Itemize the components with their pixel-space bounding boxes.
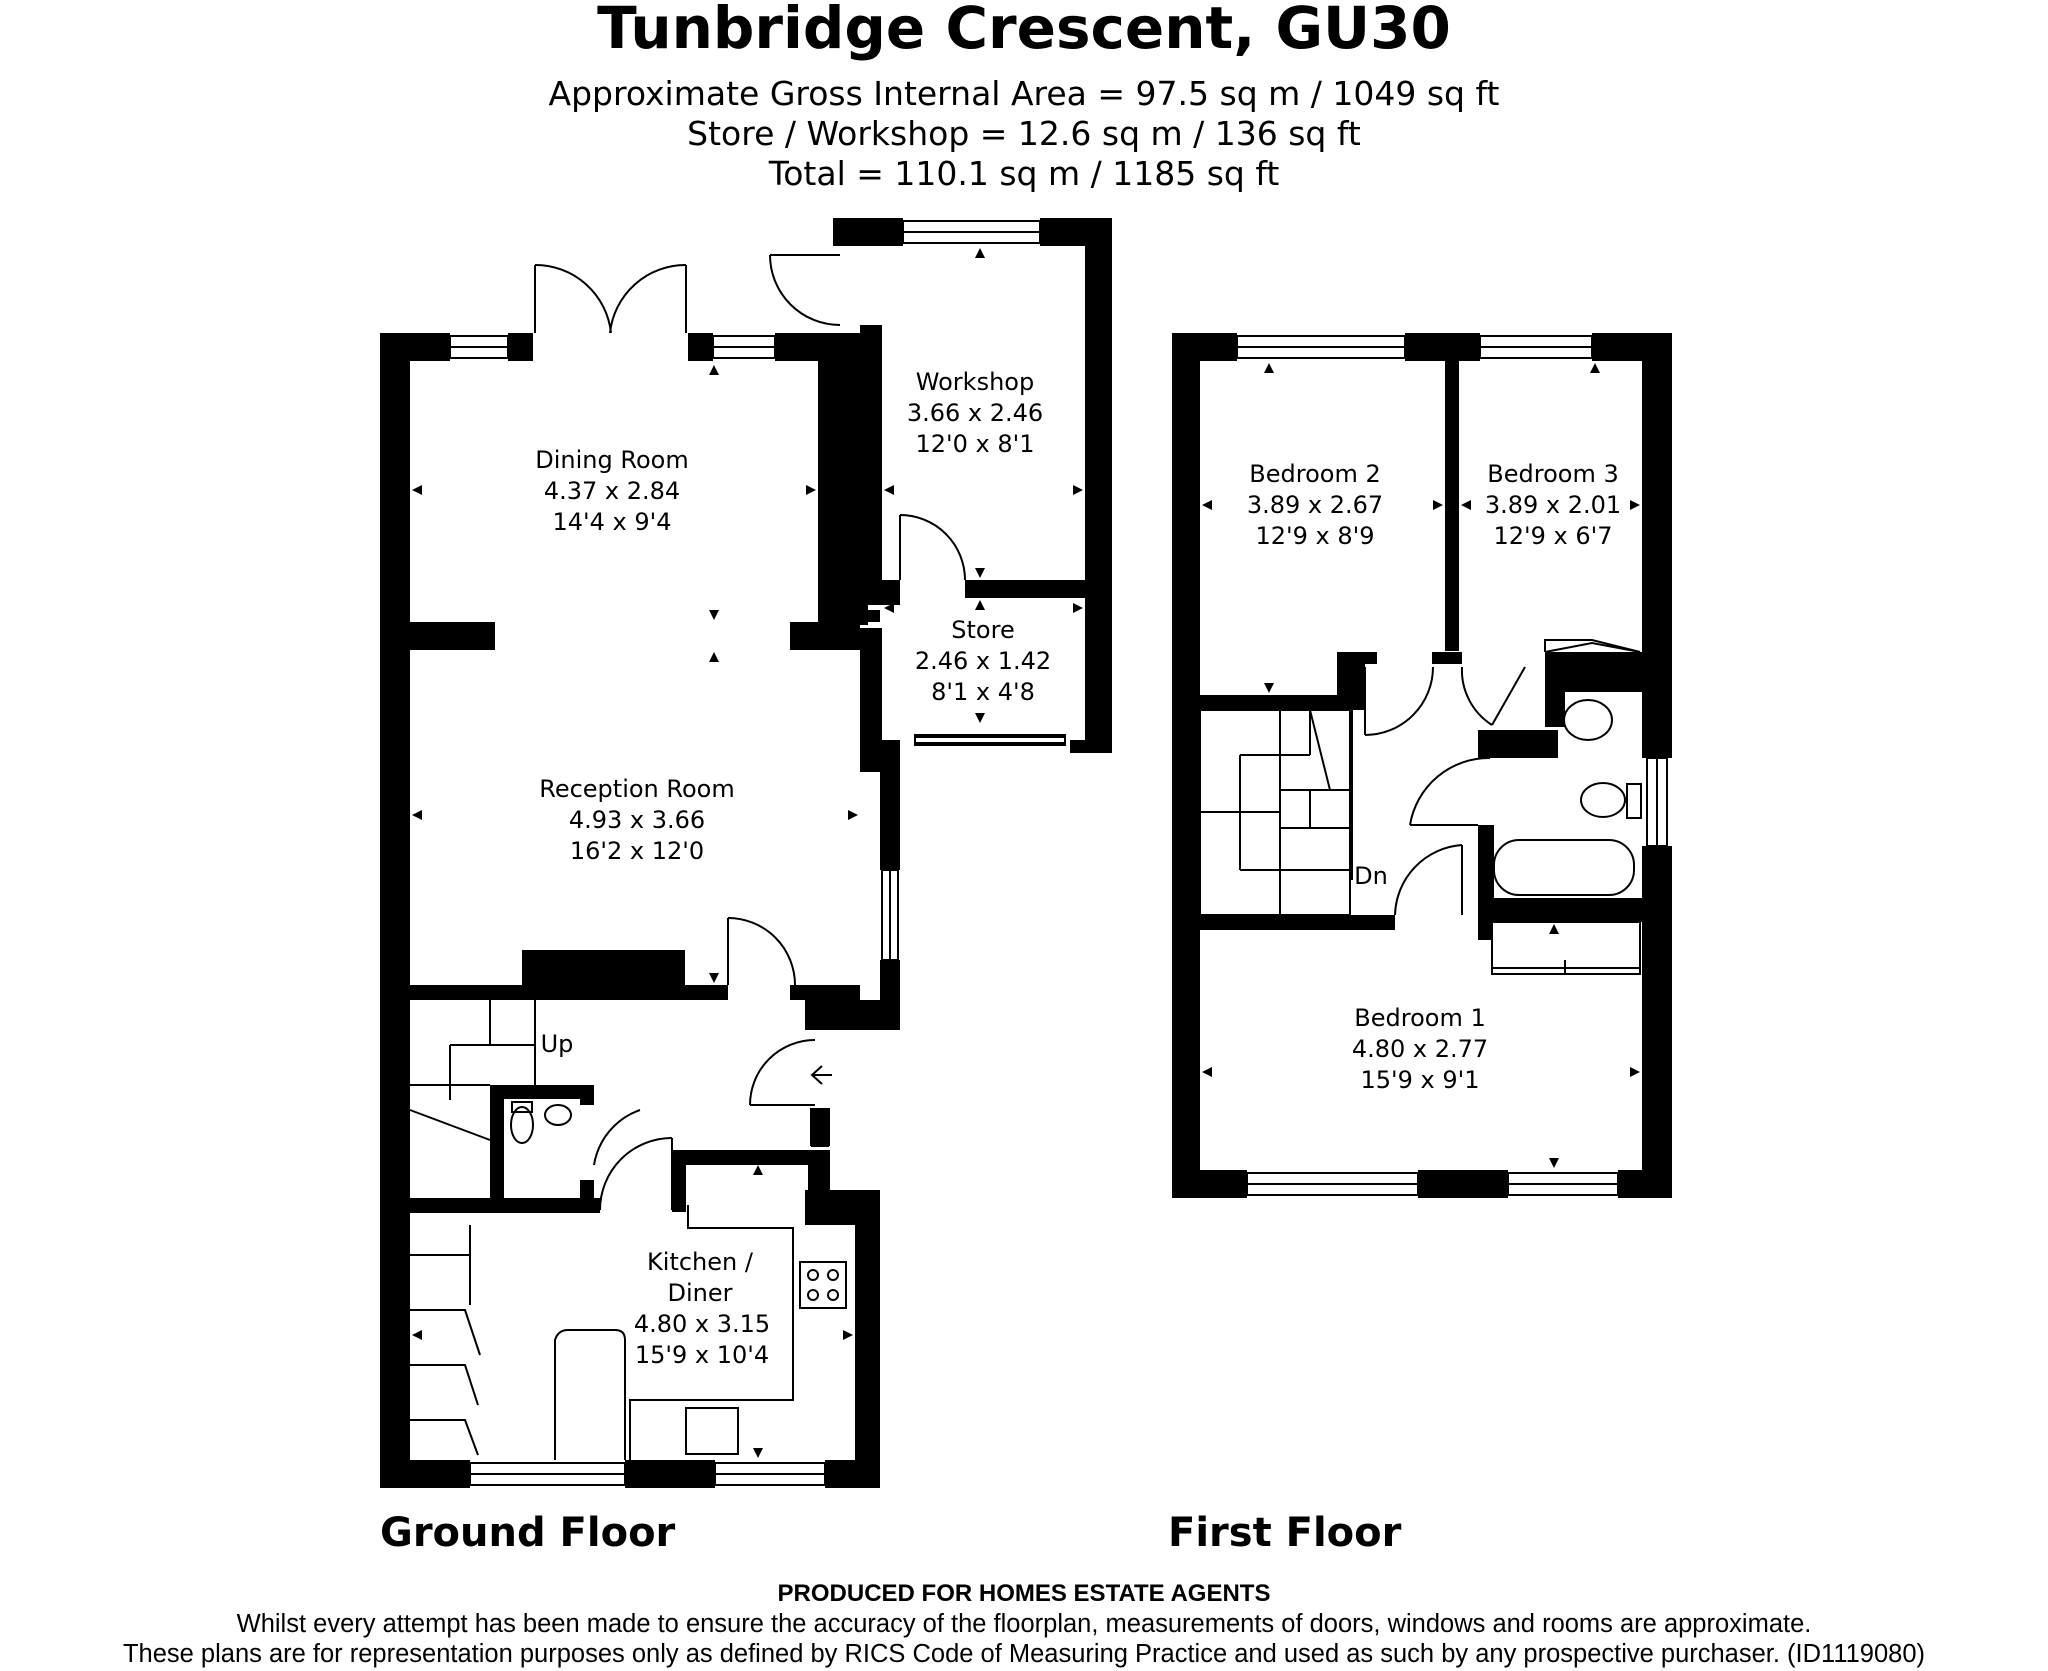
gross-internal-area: Approximate Gross Internal Area = 97.5 s… [548,74,1500,113]
bedroom-1-label: Bedroom 1 [1354,1004,1485,1032]
store-workshop-area: Store / Workshop = 12.6 sq m / 136 sq ft [687,114,1361,153]
disclaimer-line-1: Whilst every attempt has been made to en… [236,1610,1812,1638]
dining-room-label: Dining Room [535,446,688,474]
kitchen-label-line2: Diner [668,1279,733,1307]
ground-floor-label: Ground Floor [380,1510,676,1556]
stairs-up-label: Up [541,1030,574,1058]
page-title: Tunbridge Crescent, GU30 [597,0,1451,62]
workshop-metric: 3.66 x 2.46 [907,399,1043,427]
store-imperial: 8'1 x 4'8 [931,678,1035,706]
ground-floor-windows [449,220,1066,1486]
bedroom-1-metric: 4.80 x 2.77 [1352,1035,1488,1063]
first-floor-plan [1172,333,1672,1198]
kitchen-imperial: 15'9 x 10'4 [635,1341,769,1369]
reception-room-label: Reception Room [539,775,735,803]
bedroom-3-label: Bedroom 3 [1487,460,1618,488]
ground-floor-plan [380,218,1112,1488]
disclaimer-heading: PRODUCED FOR HOMES ESTATE AGENTS [777,1580,1271,1607]
kitchen-label-line1: Kitchen / [647,1248,754,1276]
first-floor-windows [1236,335,1668,1196]
bedroom-3-imperial: 12'9 x 6'7 [1493,522,1612,550]
dining-room-imperial: 14'4 x 9'4 [552,508,671,536]
first-floor-label: First Floor [1168,1510,1402,1556]
disclaimer-line-2: These plans are for representation purpo… [122,1640,1926,1668]
reception-room-metric: 4.93 x 3.66 [569,806,705,834]
room-labels: Workshop 3.66 x 2.46 12'0 x 8'1 Dining R… [535,368,1621,1369]
bedroom-2-imperial: 12'9 x 8'9 [1255,522,1374,550]
bedroom-2-metric: 3.89 x 2.67 [1247,491,1383,519]
workshop-label: Workshop [916,368,1034,396]
store-label: Store [951,616,1014,644]
store-metric: 2.46 x 1.42 [915,647,1051,675]
first-floor-doors-fixtures [1199,363,1642,1168]
kitchen-metric: 4.80 x 3.15 [634,1310,770,1338]
workshop-imperial: 12'0 x 8'1 [915,430,1034,458]
bedroom-1-imperial: 15'9 x 9'1 [1360,1066,1479,1094]
bedroom-3-metric: 3.89 x 2.01 [1485,491,1621,519]
total-area: Total = 110.1 sq m / 1185 sq ft [768,154,1280,193]
bedroom-2-label: Bedroom 2 [1249,460,1380,488]
ground-floor-doors-fixtures [409,248,1083,1460]
dining-room-metric: 4.37 x 2.84 [544,477,680,505]
stairs-down-label: Dn [1354,862,1388,890]
reception-room-imperial: 16'2 x 12'0 [570,837,704,865]
